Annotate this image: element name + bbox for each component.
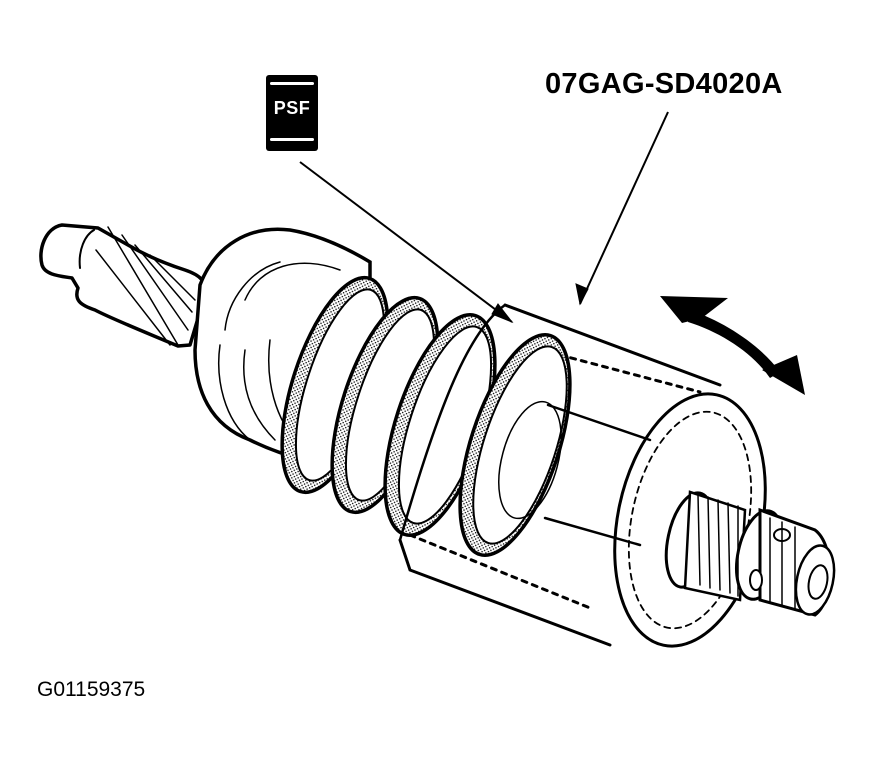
- seal-ring-3: [383, 313, 497, 537]
- seal-ring-1: [280, 275, 390, 495]
- tool-number-label: 07GAG-SD4020A: [545, 68, 783, 100]
- rotate-double-arrow-icon: [660, 296, 805, 395]
- leader-lines: [299, 111, 669, 324]
- psf-can-band-bottom: [270, 138, 314, 141]
- psf-can-band-top: [270, 82, 314, 85]
- psf-fluid-symbol: PSF: [266, 75, 318, 151]
- splined-shaft-end: [664, 490, 836, 617]
- pinion-gear-end: [39, 223, 208, 348]
- figure-id: G01159375: [37, 678, 146, 701]
- psf-label: PSF: [273, 98, 311, 118]
- seal-ring-group: [280, 275, 497, 537]
